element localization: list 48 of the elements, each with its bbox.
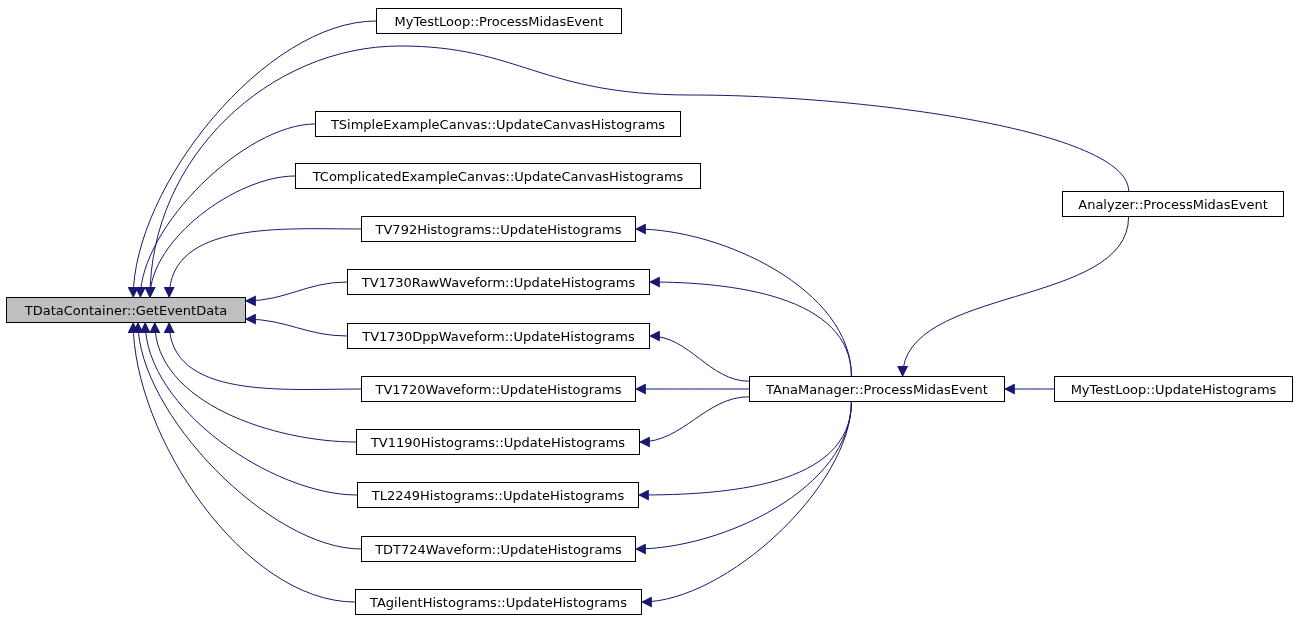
function-name: MyTestLoop::UpdateHistograms [1070, 382, 1277, 396]
function-name: TComplicatedExampleCanvas::UpdateCanvasHistograms [312, 169, 684, 183]
arrow [128, 321, 356, 603]
arrow [133, 321, 362, 550]
arrow [165, 321, 362, 390]
arrow [128, 20, 377, 299]
function-box [1062, 191, 1284, 217]
function-box [315, 111, 681, 137]
function-box [295, 163, 701, 189]
arrow [145, 175, 296, 299]
arrow [165, 228, 362, 299]
function-box [361, 216, 636, 242]
function-name: MyTestLoop::ProcessMidasEvent [394, 14, 604, 28]
function-box [356, 429, 640, 455]
function-name: TV1720Waveform::UpdateHistograms [375, 382, 622, 396]
arrow [1003, 383, 1055, 395]
function-box [6, 297, 246, 323]
arrow [899, 216, 1130, 378]
function-box [1054, 376, 1293, 402]
arrow [244, 281, 348, 306]
function-name: TSimpleExampleCanvas::UpdateCanvasHistograms [330, 117, 666, 131]
arrow [244, 313, 348, 337]
function-name: TV1730RawWaveform::UpdateHistograms [361, 275, 636, 289]
function-box [376, 8, 622, 34]
arrow [648, 331, 750, 382]
function-name: TL2249Histograms::UpdateHistograms [371, 488, 625, 502]
arrow [140, 321, 358, 496]
function-name: TDT724Waveform::UpdateHistograms [375, 542, 622, 556]
function-name: TV1730DppWaveform::UpdateHistograms [362, 329, 635, 343]
function-box [357, 482, 639, 508]
function-box [749, 376, 1005, 402]
function-box [361, 536, 636, 562]
arrow [640, 401, 852, 607]
function-name: TV792Histograms::UpdateHistograms [375, 222, 622, 236]
function-name: TAgilentHistograms::UpdateHistograms [370, 595, 627, 609]
arrow [648, 276, 852, 377]
arrow [150, 321, 357, 443]
arrow [136, 123, 316, 299]
function-box [361, 376, 636, 402]
function-name: Analyzer::ProcessMidasEvent [1078, 197, 1268, 211]
arrow [638, 396, 750, 447]
function-name: TV1190Histograms::UpdateHistograms [370, 435, 626, 449]
function-box [355, 589, 642, 615]
function-box [347, 269, 650, 295]
function-name: TAnaManager::ProcessMidasEvent [766, 382, 988, 396]
function-name: TDataContainer::GetEventData [24, 303, 228, 317]
arrow [634, 383, 750, 395]
function-box [347, 323, 650, 349]
